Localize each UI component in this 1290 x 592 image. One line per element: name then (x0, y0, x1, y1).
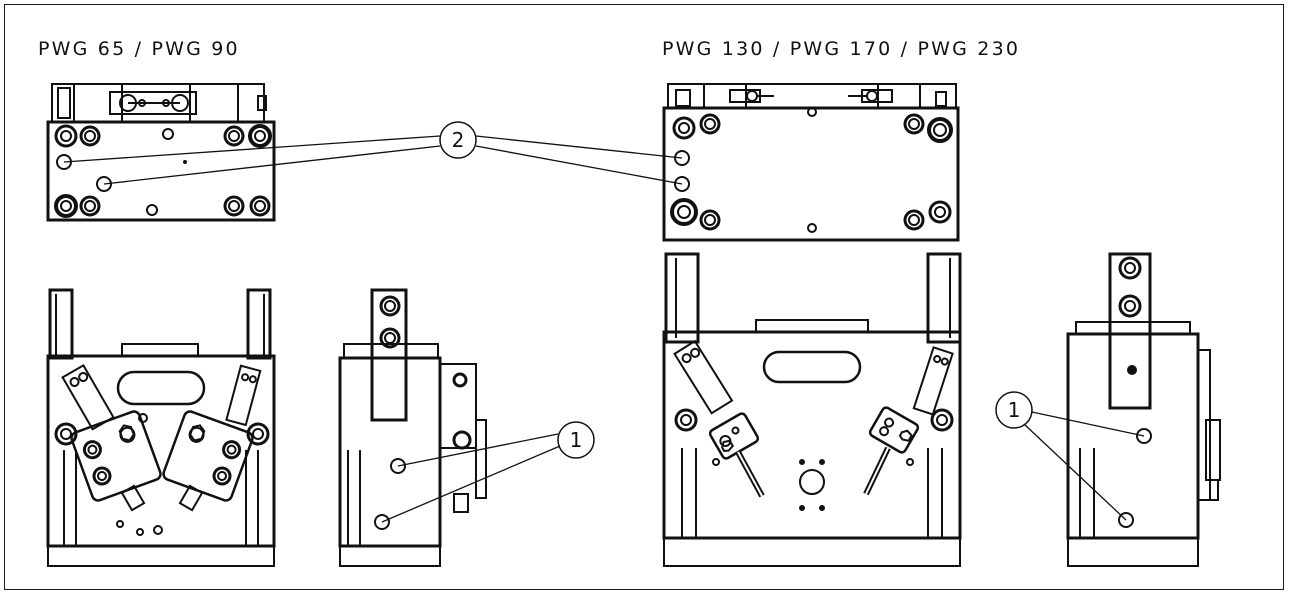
large-gripper-front-view (662, 252, 962, 567)
title-large-grippers: PWG 130 / PWG 170 / PWG 230 (662, 38, 1021, 60)
callout-label-1-right: 1 (1008, 398, 1021, 422)
callout-circle-2 (439, 121, 477, 159)
callout-label-2: 2 (452, 128, 465, 152)
drawing-frame (4, 4, 1284, 590)
callout-1-right-leaders (1023, 411, 1145, 521)
callout-circle-1-left (557, 421, 595, 459)
screw-group-small-top (54, 124, 272, 218)
small-gripper-front-view (46, 288, 276, 567)
small-gripper-top-view (46, 83, 276, 222)
large-gripper-top-view (662, 83, 960, 242)
callout-circle-1-right (995, 391, 1033, 429)
small-gripper-side-view (338, 288, 487, 567)
screw-group-large-top (670, 113, 953, 231)
large-gripper-side-view (1066, 252, 1221, 567)
callout-2-leaders (63, 135, 683, 185)
callout-label-1-left: 1 (570, 428, 583, 452)
callout-1-left-leaders (381, 433, 561, 523)
title-small-grippers: PWG 65 / PWG 90 (38, 38, 240, 60)
